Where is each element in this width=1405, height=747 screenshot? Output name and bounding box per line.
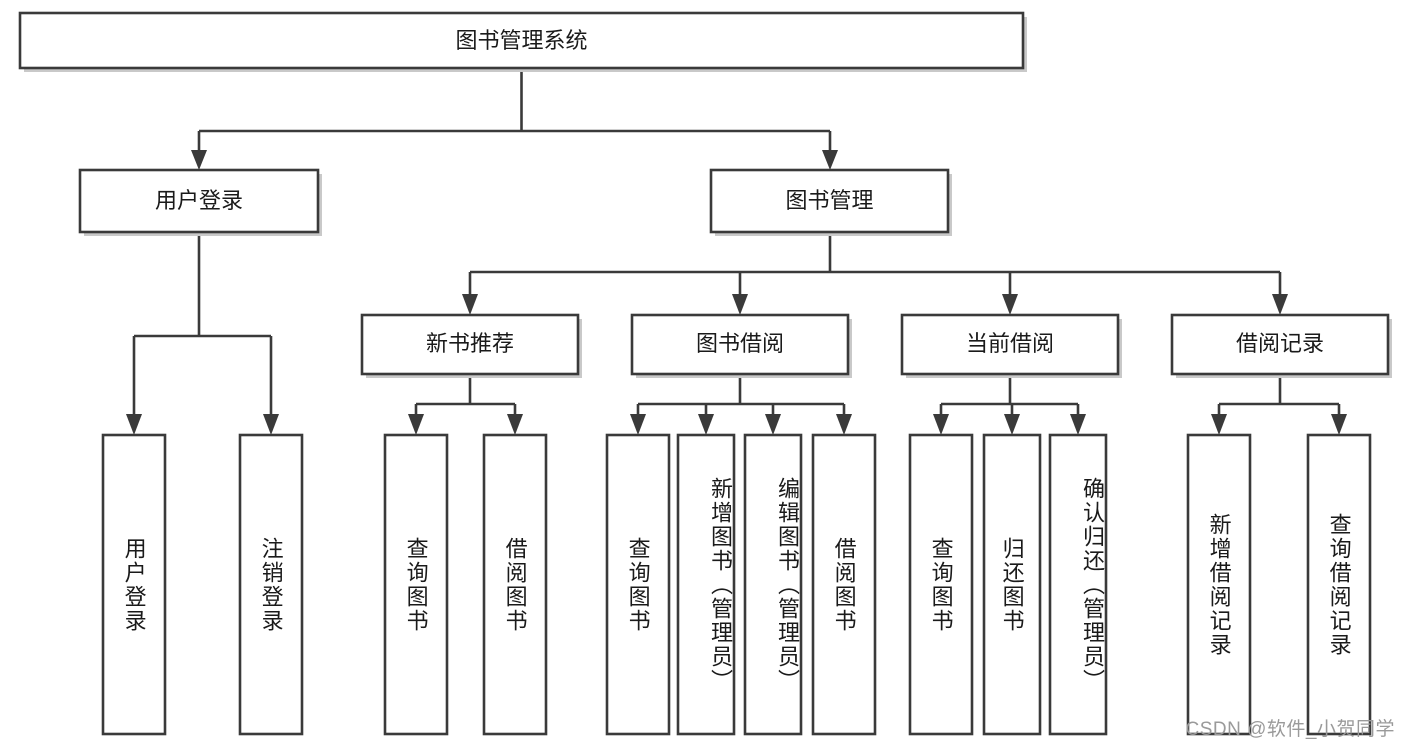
arrow-leaf-add-book (698, 414, 714, 435)
arrow-to-new-book-rec (462, 294, 478, 315)
leaf-box-query-book-c[interactable] (908, 433, 974, 736)
node-current-borrow-label: 当前借阅 (966, 331, 1054, 356)
node-borrow-record-box[interactable] (1170, 313, 1390, 376)
leaf-box-edit-book[interactable] (743, 433, 803, 736)
node-book-borrow-box[interactable] (630, 313, 850, 376)
leaf-box-user-login[interactable] (101, 433, 167, 736)
arrow-leaf-query-record (1331, 414, 1347, 435)
node-current-borrow-box[interactable] (900, 313, 1120, 376)
node-current-borrow[interactable]: 当前借阅 (900, 313, 1122, 378)
node-root-label: 图书管理系统 (455, 28, 587, 53)
node-user-login-box[interactable] (78, 168, 320, 234)
node-book-manage-label: 图书管理 (785, 188, 873, 213)
arrow-leaf-query-book-a (408, 414, 424, 435)
leaf-box-add-record[interactable] (1186, 433, 1252, 736)
arrow-to-user-login (191, 150, 207, 170)
leaf-box-query-book-b[interactable] (605, 433, 671, 736)
leaf-box-confirm-return[interactable] (1048, 433, 1108, 736)
leaf-box-borrow-book-b[interactable] (811, 433, 877, 736)
node-borrow-record[interactable]: 借阅记录 (1170, 313, 1392, 378)
arrow-leaf-return-book (1004, 414, 1020, 435)
leaf-box-return-book[interactable] (982, 433, 1042, 736)
node-root[interactable]: 图书管理系统 (18, 11, 1027, 72)
arrow-leaf-user-login (126, 414, 142, 435)
arrow-leaf-borrow-book-b (836, 414, 852, 435)
node-user-login[interactable]: 用户登录 (78, 168, 322, 236)
node-new-book-recommend-box[interactable] (360, 313, 580, 376)
leaf-box-query-book-a[interactable] (383, 433, 449, 736)
leaf-boxes-layer (101, 433, 1372, 736)
node-borrow-record-label: 借阅记录 (1236, 331, 1324, 356)
node-root-box[interactable] (18, 11, 1025, 70)
arrow-leaf-edit-book (765, 414, 781, 435)
node-book-manage-box[interactable] (709, 168, 950, 234)
csdn-watermark: CSDN @软件_小贺同学 (1185, 719, 1395, 740)
arrow-to-current-borrow (1002, 294, 1018, 315)
leaf-box-add-book[interactable] (676, 433, 736, 736)
leaf-box-query-record[interactable] (1306, 433, 1372, 736)
arrow-to-book-manage (822, 150, 838, 170)
arrow-leaf-add-record (1211, 414, 1227, 435)
connectors-layer (126, 68, 1347, 435)
arrow-leaf-borrow-book-a (507, 414, 523, 435)
node-new-book-recommend[interactable]: 新书推荐 (360, 313, 582, 378)
arrow-leaf-query-book-c (933, 414, 949, 435)
arrow-leaf-query-book-b (630, 414, 646, 435)
node-user-login-label: 用户登录 (155, 188, 243, 213)
leaf-box-logout[interactable] (238, 433, 304, 736)
leaf-box-borrow-book-a[interactable] (482, 433, 548, 736)
arrow-leaf-logout (263, 414, 279, 435)
node-book-borrow-label: 图书借阅 (696, 331, 784, 356)
arrow-to-borrow-record (1272, 294, 1288, 315)
arrow-leaf-confirm-return (1070, 414, 1086, 435)
node-book-borrow[interactable]: 图书借阅 (630, 313, 852, 378)
node-book-manage[interactable]: 图书管理 (709, 168, 952, 236)
arrow-to-book-borrow (732, 294, 748, 315)
node-new-book-recommend-label: 新书推荐 (426, 331, 514, 356)
